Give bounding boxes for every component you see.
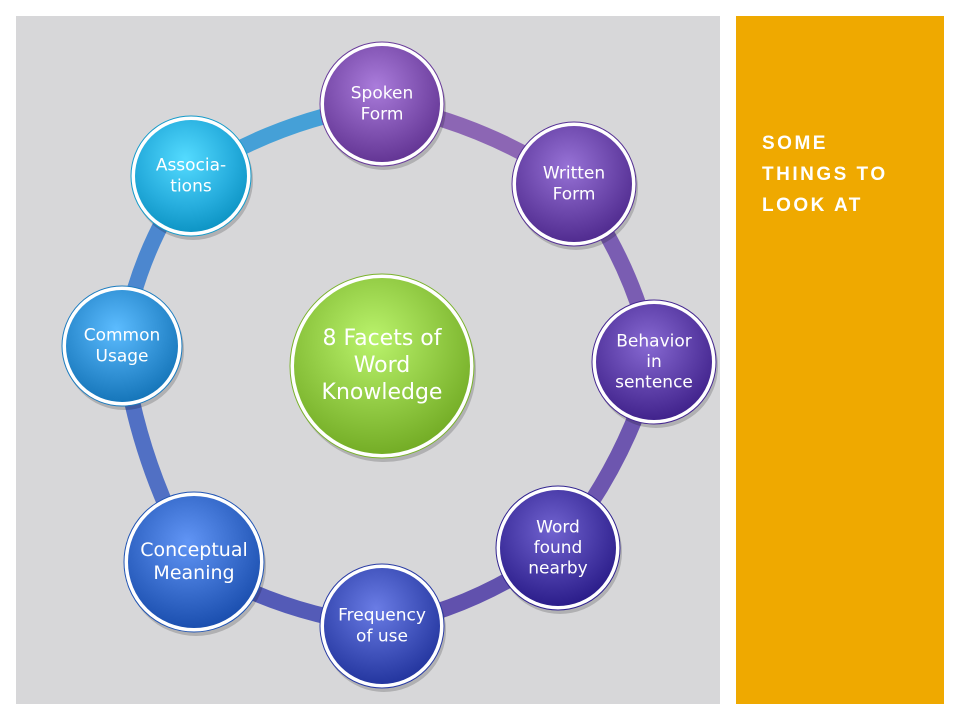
node-label: Meaning (153, 562, 234, 584)
node-circle (596, 304, 712, 420)
node-label: 8 Facets of (322, 326, 442, 351)
node-circle (128, 496, 260, 628)
facet-node-associations: Associa-tions (130, 115, 253, 240)
node-label: nearby (528, 559, 588, 579)
node-label: Knowledge (322, 380, 443, 405)
node-circle (324, 568, 440, 684)
node-label: in (646, 352, 662, 372)
node-label: found (534, 538, 583, 558)
node-circle (135, 120, 247, 232)
node-circle (294, 278, 470, 454)
node-label: Spoken (351, 84, 413, 104)
side-panel: SOME THINGS TO LOOK AT (736, 16, 944, 704)
node-label: sentence (615, 373, 693, 393)
node-label: tions (170, 176, 212, 196)
node-label: Usage (96, 346, 149, 366)
node-circle (500, 490, 616, 606)
node-circle (66, 290, 178, 402)
node-label: of use (356, 626, 408, 646)
node-label: Written (543, 164, 605, 184)
node-label: Frequency (338, 606, 426, 626)
node-label: Word (354, 353, 411, 378)
node-label: Common (84, 326, 161, 346)
node-label: Associa- (156, 156, 226, 176)
node-circle (324, 46, 440, 162)
node-label: Form (361, 104, 404, 124)
facet-nodes: SpokenFormWrittenFormBehaviorinsentenceW… (61, 41, 718, 692)
node-label: Conceptual (140, 539, 248, 561)
node-label: Form (553, 184, 596, 204)
node-circle (516, 126, 632, 242)
node-label: Behavior (616, 331, 692, 351)
side-panel-title: SOME THINGS TO LOOK AT (762, 133, 888, 216)
node-label: Word (536, 517, 580, 537)
